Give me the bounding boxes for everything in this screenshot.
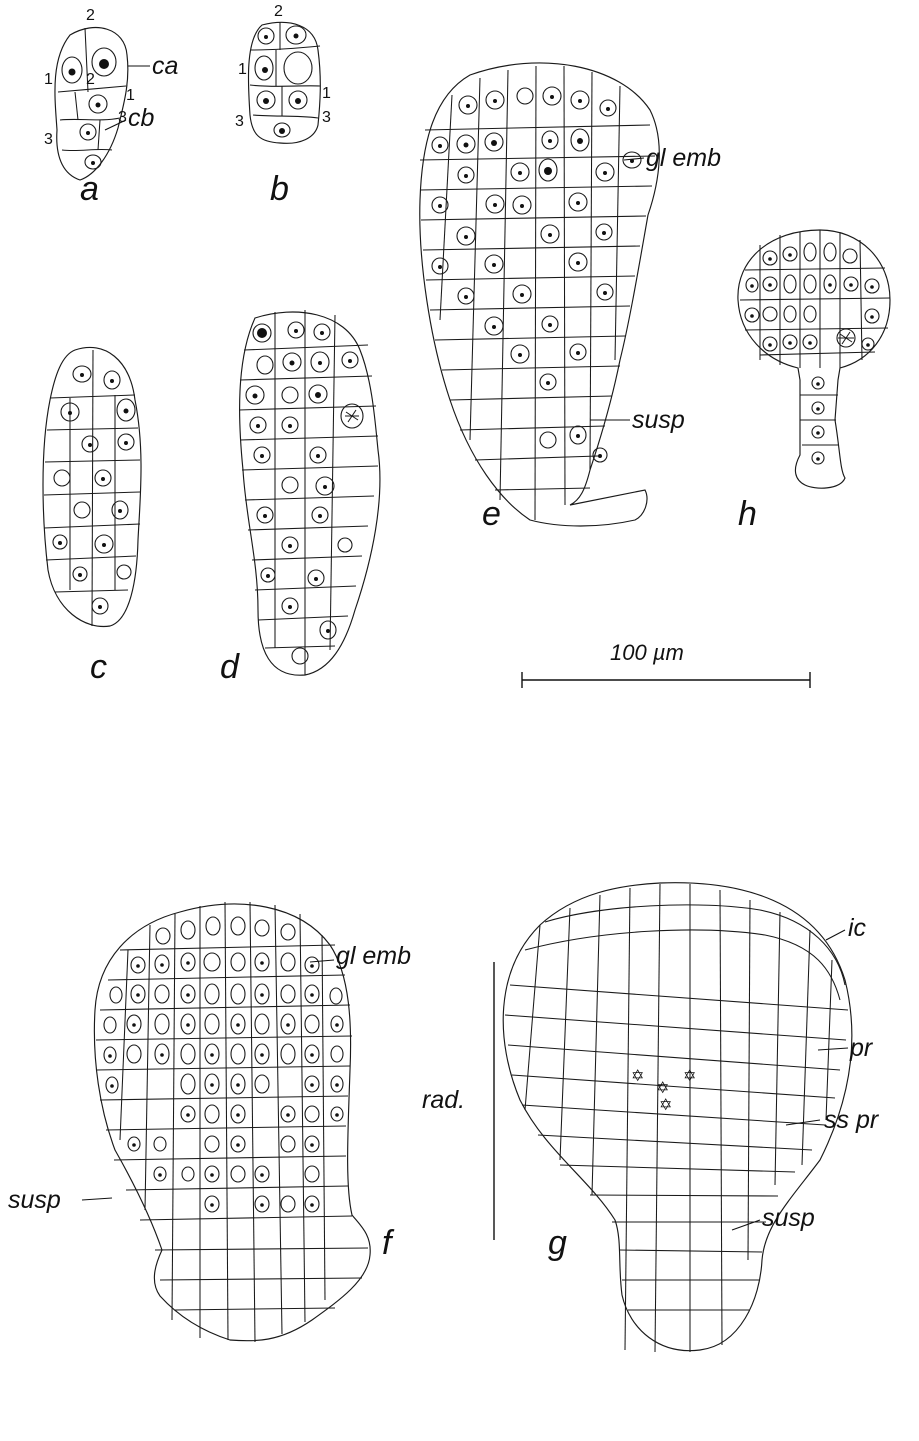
embryo-d	[239, 310, 380, 675]
label-susp: susp	[762, 1204, 815, 1232]
division-number: 1	[44, 71, 53, 88]
division-number: 3	[44, 131, 53, 148]
division-number: 2	[274, 3, 283, 20]
division-number: 3	[235, 113, 244, 130]
star-marker: ✡	[631, 1068, 644, 1085]
scale-bar	[522, 672, 810, 688]
panel-label-e: e	[482, 495, 501, 533]
embryo-a	[55, 28, 128, 180]
label-pr: pr	[849, 1034, 874, 1062]
label-gl-emb: gl emb	[336, 942, 411, 970]
label-susp: susp	[8, 1186, 61, 1214]
label-susp: susp	[632, 406, 685, 434]
star-marker: ✡	[656, 1080, 669, 1097]
panel-label-f: f	[382, 1224, 395, 1262]
label-leader	[82, 1198, 112, 1200]
label-ss-pr: ss pr	[824, 1106, 880, 1134]
label-ic: ic	[848, 914, 867, 942]
star-marker: ✡	[659, 1097, 672, 1114]
division-number: 1	[126, 87, 135, 104]
embryo-e	[420, 63, 660, 526]
division-number: 1	[238, 61, 247, 78]
panel-label-d: d	[220, 648, 240, 686]
division-number: 2	[86, 7, 95, 24]
label-cb: cb	[128, 104, 155, 132]
scale-bar-label: 100 µm	[610, 640, 684, 665]
embryo-f	[94, 902, 370, 1342]
embryo-g: ✡ ✡ ✡ ✡	[503, 883, 852, 1352]
embryo-b	[248, 22, 320, 143]
label-rad: rad.	[422, 1086, 465, 1114]
embryo-h	[738, 230, 890, 488]
division-number: 1	[322, 85, 331, 102]
label-ca: ca	[152, 52, 179, 80]
division-number: 3	[322, 109, 331, 126]
panel-label-b: b	[270, 170, 289, 208]
panel-label-c: c	[90, 648, 107, 686]
panel-label-h: h	[738, 495, 757, 533]
panel-label-g: g	[548, 1224, 567, 1262]
division-number: 2	[86, 71, 95, 88]
label-leader	[826, 930, 845, 940]
panel-label-a: a	[80, 170, 99, 208]
embryo-c	[43, 347, 141, 626]
label-gl-emb: gl emb	[646, 144, 721, 172]
star-marker: ✡	[683, 1068, 696, 1085]
